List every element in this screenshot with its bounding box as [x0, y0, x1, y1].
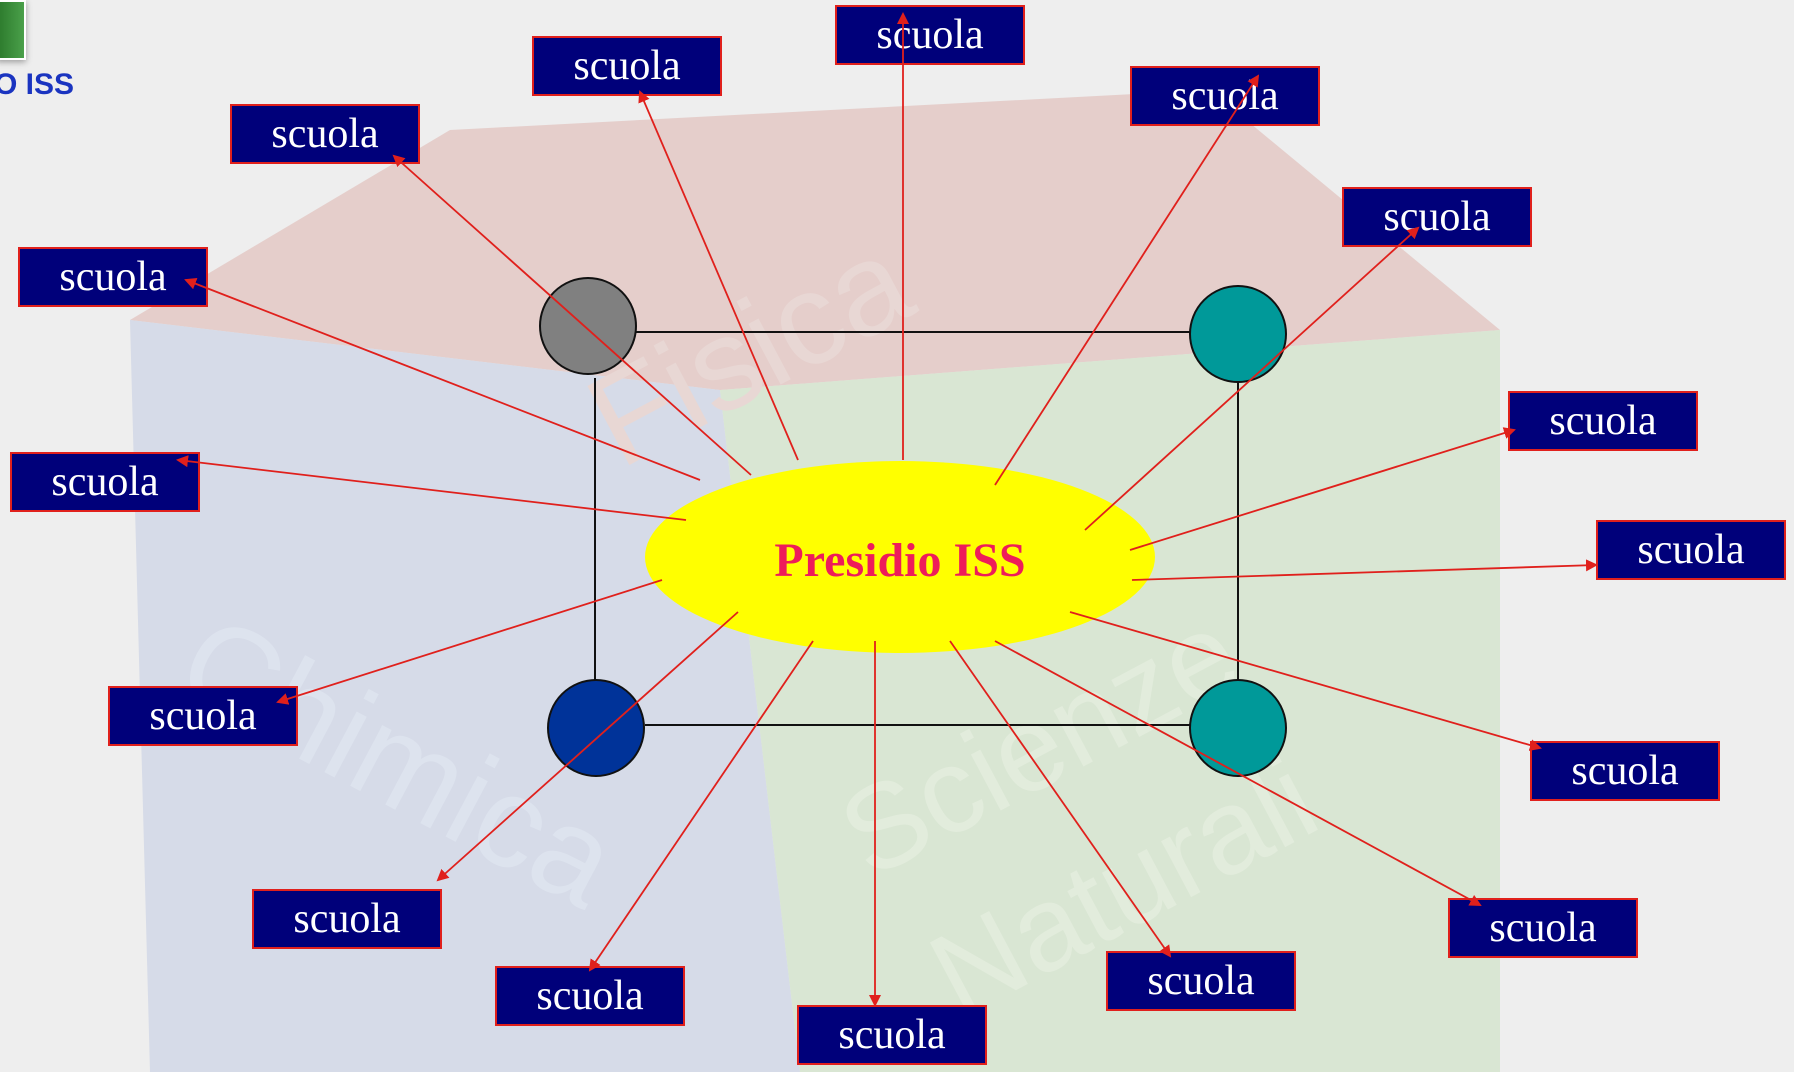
school-box: scuola — [1448, 898, 1638, 958]
navy-node — [547, 679, 645, 777]
school-box: scuola — [1106, 951, 1296, 1011]
logo — [0, 0, 26, 60]
school-label: scuola — [1147, 958, 1255, 1004]
school-box: scuola — [10, 452, 200, 512]
school-label: scuola — [1383, 194, 1491, 240]
school-label: scuola — [536, 973, 644, 1019]
center-label: Presidio ISS — [774, 533, 1026, 587]
school-box: scuola — [1508, 391, 1698, 451]
school-box: scuola — [252, 889, 442, 949]
school-box: scuola — [108, 686, 298, 746]
teal-node-top — [1189, 285, 1287, 383]
school-box: scuola — [1342, 187, 1532, 247]
school-box: scuola — [1596, 520, 1786, 580]
center-ellipse — [645, 461, 1155, 653]
school-label: scuola — [271, 111, 379, 157]
school-label: scuola — [293, 896, 401, 942]
school-label: scuola — [1571, 748, 1679, 794]
school-label: scuola — [1637, 527, 1745, 573]
school-box: scuola — [18, 247, 208, 307]
school-box: scuola — [495, 966, 685, 1026]
school-label: scuola — [1549, 398, 1657, 444]
school-box: scuola — [1130, 66, 1320, 126]
school-label: scuola — [573, 43, 681, 89]
school-box: scuola — [532, 36, 722, 96]
school-label: scuola — [51, 459, 159, 505]
gray-node — [539, 277, 637, 375]
school-box: scuola — [835, 5, 1025, 65]
school-label: scuola — [876, 12, 984, 58]
teal-node-bottom — [1189, 679, 1287, 777]
school-label: scuola — [149, 693, 257, 739]
page-title: O ISS — [0, 68, 75, 101]
school-box: scuola — [230, 104, 420, 164]
school-label: scuola — [59, 254, 167, 300]
school-label: scuola — [838, 1012, 946, 1058]
school-label: scuola — [1171, 73, 1279, 119]
school-box: scuola — [1530, 741, 1720, 801]
school-label: scuola — [1489, 905, 1597, 951]
school-box: scuola — [797, 1005, 987, 1065]
